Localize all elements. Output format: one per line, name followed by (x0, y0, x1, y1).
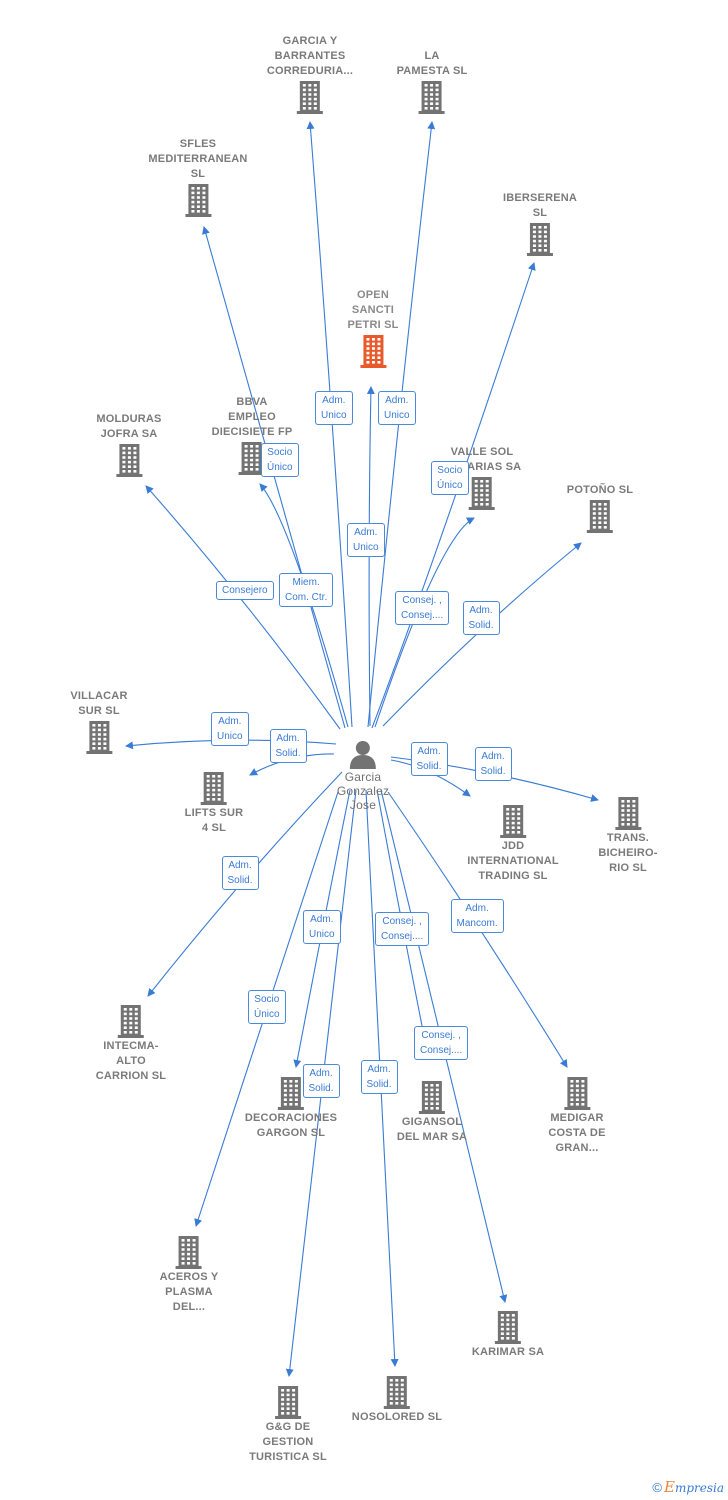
company-node-lifts-sur-4[interactable]: LIFTS SUR 4 SL (185, 770, 244, 836)
role-label-gigansol-del-mar[interactable]: Consej. , Consej.... (375, 912, 430, 946)
building-icon (278, 1077, 304, 1110)
company-node-la-pamesta[interactable]: LA PAMESTA SL (397, 49, 468, 115)
role-label-nosolored[interactable]: Adm. Solid. (360, 1060, 398, 1094)
building-icon (185, 184, 211, 217)
role-label-open-sancti-petri[interactable]: Adm. Unico (347, 523, 385, 557)
role-label-sfles-mediterranean[interactable]: Miem. Com. Ctr. (279, 573, 334, 607)
building-icon (296, 81, 323, 114)
building-icon (418, 81, 445, 114)
company-node-gg-gestion-turistica[interactable]: G&G DE GESTION TURISTICA SL (249, 1384, 327, 1465)
company-name: GARCIA Y BARRANTES CORREDURIA... (266, 35, 354, 77)
company-node-karimar[interactable]: KARIMAR SA (472, 1309, 544, 1360)
edge-valle-sol-canarias (374, 517, 475, 728)
role-label-karimar[interactable]: Consej. , Consej.... (414, 1026, 469, 1060)
company-node-sfles-mediterranean[interactable]: SFLES MEDITERRANEAN SL (148, 137, 247, 218)
brand-name: mpresia (674, 1481, 724, 1495)
company-node-nosolored[interactable]: NOSOLORED SL (352, 1374, 442, 1425)
role-label-molduras-jofra[interactable]: Consejero (216, 580, 274, 600)
edge-molduras-jofra (145, 485, 341, 730)
building-icon (239, 442, 265, 475)
building-icon (86, 721, 112, 754)
company-name: JDD INTERNATIONAL TRADING SL (467, 840, 559, 882)
company-node-trans-bicheirorio[interactable]: TRANS. BICHEIRO- RIO SL (598, 795, 657, 876)
company-name: DECORACIONES GARGON SL (244, 1112, 338, 1139)
company-name: KARIMAR SA (471, 1346, 545, 1358)
company-node-open-sancti-petri[interactable]: OPEN SANCTI PETRI SL (347, 288, 398, 369)
building-icon (419, 1081, 445, 1114)
building-icon (500, 805, 526, 838)
company-name: BBVA EMPLEO DIECISIETE FP (211, 396, 293, 438)
company-node-molduras-jofra[interactable]: MOLDURAS JOFRA SA (96, 412, 161, 478)
role-label-aceros-y-plasma[interactable]: Socio Único (248, 990, 286, 1024)
person-name: Garcia Gonzalez Jose (336, 770, 390, 812)
role-label-intecma-alto-carrion[interactable]: Adm. Solid. (221, 856, 259, 890)
company-name: SFLES MEDITERRANEAN SL (148, 138, 248, 180)
building-icon (384, 1376, 410, 1409)
role-label-villacar-sur[interactable]: Adm. Unico (211, 712, 249, 746)
company-name: VILLACAR SUR SL (70, 690, 128, 717)
company-name: LIFTS SUR 4 SL (184, 807, 244, 834)
company-name: MEDIGAR COSTA DE GRAN... (548, 1112, 606, 1154)
building-icon (200, 772, 227, 805)
edge-sfles-mediterranean (202, 226, 346, 729)
role-label-medigar-costa[interactable]: Adm. Mancom. (450, 899, 504, 933)
building-icon (116, 444, 142, 477)
company-node-medigar-costa[interactable]: MEDIGAR COSTA DE GRAN... (548, 1075, 605, 1156)
company-node-iberserena[interactable]: IBERSERENA SL (503, 191, 577, 257)
building-icon (275, 1386, 301, 1419)
role-label-la-pamesta[interactable]: Adm. Unico (378, 391, 416, 425)
role-label-trans-bicheirorio[interactable]: Adm. Solid. (474, 747, 512, 781)
company-name: ACEROS Y PLASMA DEL... (159, 1271, 219, 1313)
building-icon (586, 500, 613, 533)
building-icon (175, 1236, 202, 1269)
company-node-jdd-international[interactable]: JDD INTERNATIONAL TRADING SL (467, 803, 559, 884)
person-node[interactable]: Garcia Gonzalez Jose (337, 738, 389, 812)
building-icon (564, 1077, 590, 1110)
person-icon (349, 741, 376, 769)
company-node-aceros-y-plasma[interactable]: ACEROS Y PLASMA DEL... (160, 1234, 219, 1315)
role-label-lifts-sur-4[interactable]: Adm. Solid. (269, 729, 307, 763)
company-node-decoraciones-gargon[interactable]: DECORACIONES GARGON SL (245, 1075, 337, 1141)
company-node-gigansol-del-mar[interactable]: GIGANSOL DEL MAR SA (397, 1079, 467, 1145)
company-name: OPEN SANCTI PETRI SL (347, 289, 399, 331)
company-node-villacar-sur[interactable]: VILLACAR SUR SL (70, 689, 127, 755)
company-name: MOLDURAS JOFRA SA (96, 413, 162, 440)
role-label-gg-gestion-turistica[interactable]: Adm. Solid. (302, 1064, 340, 1098)
building-icon (469, 477, 495, 510)
company-name: INTECMA- ALTO CARRION SL (95, 1040, 167, 1082)
company-name: TRANS. BICHEIRO- RIO SL (598, 832, 658, 874)
footer-brand: ©Empresia (652, 1478, 724, 1496)
brand-initial: E (663, 1478, 675, 1496)
role-label-garcia-y-barrantes[interactable]: Adm. Unico (315, 391, 353, 425)
building-icon (527, 223, 553, 256)
company-name: G&G DE GESTION TURISTICA SL (249, 1421, 327, 1463)
role-label-iberserena[interactable]: Consej. , Consej.... (395, 591, 450, 625)
role-label-bbva-empleo[interactable]: Socio Único (261, 443, 299, 477)
building-icon (117, 1005, 144, 1038)
copyright-symbol: © (652, 1480, 662, 1495)
edge-bbva-empleo (259, 483, 349, 728)
company-name: LA PAMESTA SL (396, 50, 468, 77)
company-node-bbva-empleo[interactable]: BBVA EMPLEO DIECISIETE FP (212, 395, 293, 476)
role-label-jdd-international[interactable]: Adm. Solid. (410, 742, 448, 776)
company-name: GIGANSOL DEL MAR SA (396, 1116, 468, 1143)
role-label-potono[interactable]: Adm. Solid. (462, 601, 500, 635)
company-node-potono[interactable]: POTOÑO SL (567, 483, 633, 534)
company-node-garcia-y-barrantes[interactable]: GARCIA Y BARRANTES CORREDURIA... (267, 34, 353, 115)
role-label-decoraciones-gargon[interactable]: Adm. Unico (303, 910, 341, 944)
company-node-intecma-alto-carrion[interactable]: INTECMA- ALTO CARRION SL (96, 1003, 166, 1084)
company-name: NOSOLORED SL (351, 1411, 443, 1423)
company-name: POTOÑO SL (566, 484, 634, 496)
building-icon (615, 797, 641, 830)
building-icon (495, 1311, 521, 1344)
company-name: IBERSERENA SL (502, 192, 578, 219)
edge-iberserena (371, 262, 536, 729)
building-icon (359, 335, 386, 368)
role-label-valle-sol-canarias[interactable]: Socio Único (431, 461, 469, 495)
